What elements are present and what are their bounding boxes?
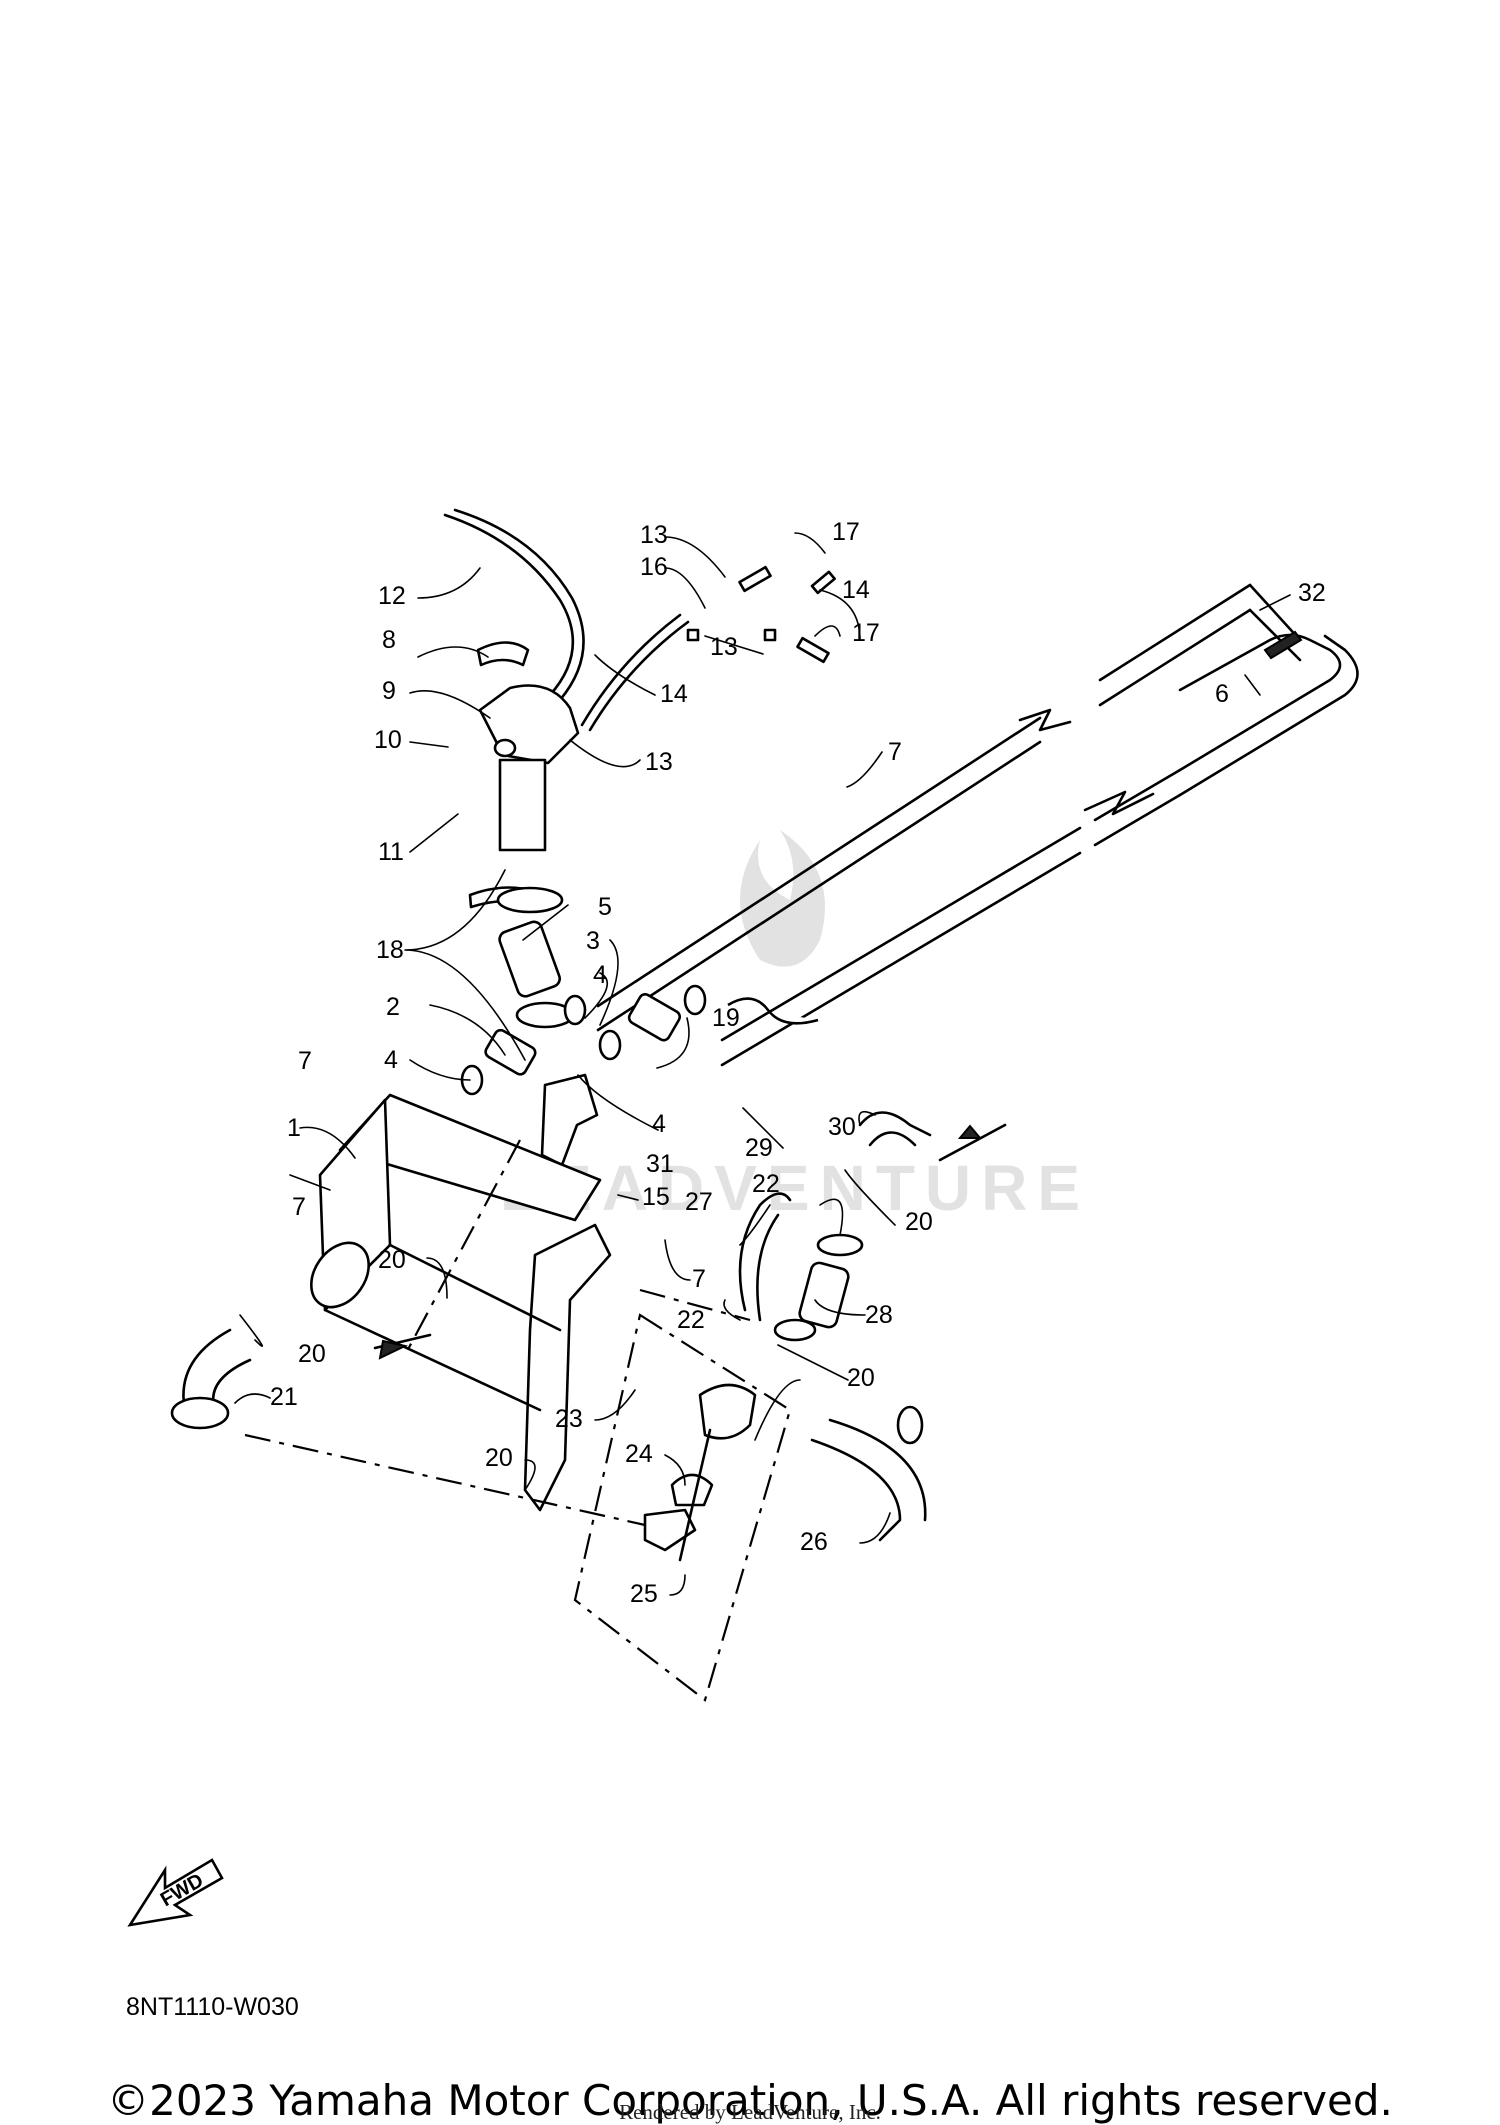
hoses-and-clamps [460, 886, 819, 1167]
direction-arrows [373, 1123, 1007, 1360]
callout-7d: 7 [692, 1265, 706, 1293]
copyright-text: ©2023 Yamaha Motor Corporation, U.S.A. A… [107, 2076, 1393, 2125]
callout-21: 21 [270, 1383, 298, 1411]
thermostat-assembly [244, 1139, 792, 1702]
callout-12: 12 [378, 582, 406, 610]
callout-23: 23 [555, 1405, 583, 1433]
callout-7b: 7 [298, 1047, 312, 1075]
leadventure-watermark: LEADVENTURE [500, 830, 1090, 1224]
callout-10: 10 [374, 726, 402, 754]
rendered-by-text: Rendered by LeadVenture, Inc. [619, 2100, 881, 2124]
callout-19: 19 [712, 1004, 740, 1032]
callout-16: 16 [640, 553, 668, 581]
callout-24: 24 [625, 1440, 653, 1468]
callout-20a: 20 [905, 1208, 933, 1236]
fwd-arrow-icon: FWD [127, 1858, 224, 1927]
callout-20d: 20 [847, 1364, 875, 1392]
callout-26: 26 [800, 1528, 828, 1556]
diagram-code: 8NT1110-W030 [126, 1993, 299, 2021]
outlet-hoses [170, 1111, 932, 1542]
callout-2: 2 [386, 993, 400, 1021]
vent-hoses [580, 565, 836, 732]
callout-31: 31 [646, 1150, 674, 1178]
callout-14b: 14 [660, 680, 688, 708]
cooling-channel-assembly [596, 583, 1359, 1067]
callout-25: 25 [630, 1580, 658, 1608]
callout-22b: 22 [677, 1306, 705, 1334]
intercooler-frame [310, 1093, 612, 1512]
callout-7c: 7 [292, 1193, 306, 1221]
callout-14a: 14 [842, 576, 870, 604]
callout-27: 27 [685, 1188, 713, 1216]
callout-4b: 4 [384, 1046, 398, 1074]
callout-22a: 22 [752, 1170, 780, 1198]
callout-8: 8 [382, 626, 396, 654]
callout-7a: 7 [888, 738, 902, 766]
callout-13b: 13 [710, 633, 738, 661]
callout-5: 5 [598, 893, 612, 921]
callout-28: 28 [865, 1301, 893, 1329]
callout-30: 30 [828, 1113, 856, 1141]
svg-text:LEADVENTURE: LEADVENTURE [500, 1152, 1090, 1224]
callout-20e: 20 [485, 1444, 513, 1472]
callout-6: 6 [1215, 680, 1229, 708]
callout-20c: 20 [298, 1340, 326, 1368]
callout-18: 18 [376, 936, 404, 964]
leader-lines [234, 532, 1291, 1596]
callout-29: 29 [745, 1134, 773, 1162]
filler-neck-assembly [443, 508, 585, 909]
callout-17b: 17 [852, 619, 880, 647]
callout-3: 3 [586, 927, 600, 955]
callout-32: 32 [1298, 579, 1326, 607]
callout-20b: 20 [378, 1246, 406, 1274]
callout-9: 9 [382, 677, 396, 705]
callout-15: 15 [642, 1183, 670, 1211]
callout-1: 1 [287, 1114, 301, 1142]
callout-4c: 4 [652, 1110, 666, 1138]
callout-13a: 13 [640, 521, 668, 549]
callout-17a: 17 [832, 518, 860, 546]
callout-13c: 13 [645, 748, 673, 776]
callout-labels: 12 8 9 10 11 13 16 13 17 14 17 14 13 32 … [270, 518, 1326, 1608]
callout-4a: 4 [593, 961, 607, 989]
callout-11: 11 [378, 838, 404, 866]
